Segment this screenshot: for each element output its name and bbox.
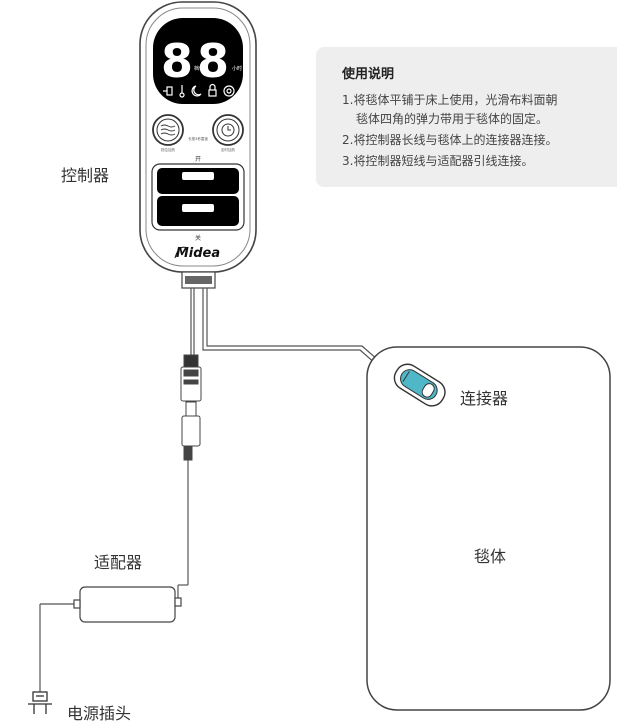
status-icons-row — [163, 83, 235, 98]
timer-button-caption: 定时加热 — [221, 147, 235, 152]
wifi-icon — [223, 85, 235, 97]
thermometer-icon — [179, 85, 185, 98]
display-unit-right: 小时 — [232, 65, 242, 72]
cables — [39, 288, 403, 692]
power-rocker-switch[interactable] — [151, 163, 245, 231]
moon-icon — [191, 85, 202, 97]
plug-status-icon — [163, 86, 173, 96]
off-label: 关 — [195, 234, 201, 242]
instruction-line-1-cont: 毯体四角的弹力带用于毯体的固定。 — [356, 112, 549, 126]
instruction-line-2: 2.将控制器长线与毯体上的连接器连接。 — [342, 133, 558, 147]
lock-icon — [208, 83, 217, 97]
power-adapter — [73, 586, 182, 623]
blanket-label: 毯体 — [474, 547, 507, 566]
instructions-title: 使用说明 — [342, 67, 395, 82]
controller-cable-exit — [181, 271, 216, 289]
heat-waves-icon — [160, 124, 176, 136]
instruction-line-3: 3.将控制器短线与适配器引线连接。 — [342, 154, 534, 168]
heat-level-button[interactable] — [152, 114, 184, 146]
dc-plug-connector — [181, 401, 201, 461]
instruction-line-1: 1.将毯体平铺于床上使用，光滑布料面朝 — [342, 93, 558, 107]
timer-button[interactable] — [212, 114, 244, 146]
connector-label: 连接器 — [460, 389, 509, 408]
controller-display — [153, 18, 243, 104]
power-plug-label: 电源插头 — [67, 704, 132, 723]
adapter-label: 适配器 — [94, 553, 143, 572]
heat-button-caption: 档位加热 — [161, 147, 175, 152]
power-plug-icon — [28, 691, 52, 714]
dc-socket-connector — [180, 354, 202, 402]
blanket-connector — [393, 363, 446, 407]
display-digit-left: 8 — [161, 34, 193, 88]
instructions-panel: 使用说明 1.将毯体平铺于床上使用，光滑布料面朝 毯体四角的弹力带用于毯体的固定… — [316, 47, 617, 187]
display-unit-left: 档位 — [194, 65, 204, 72]
brand-swoosh — [174, 246, 188, 259]
controller-label: 控制器 — [61, 166, 110, 185]
on-label: 开 — [195, 156, 201, 163]
clock-icon — [221, 123, 235, 137]
display-digit-right: 8 — [197, 34, 229, 88]
blanket-body — [366, 346, 611, 711]
child-lock-caption: 长按3秒童锁 — [188, 136, 208, 141]
brand-logo: Midea — [176, 246, 220, 261]
controller-device: 8 8 档位 小时 档位加热 定时加热 长按3秒童锁 — [139, 1, 257, 273]
